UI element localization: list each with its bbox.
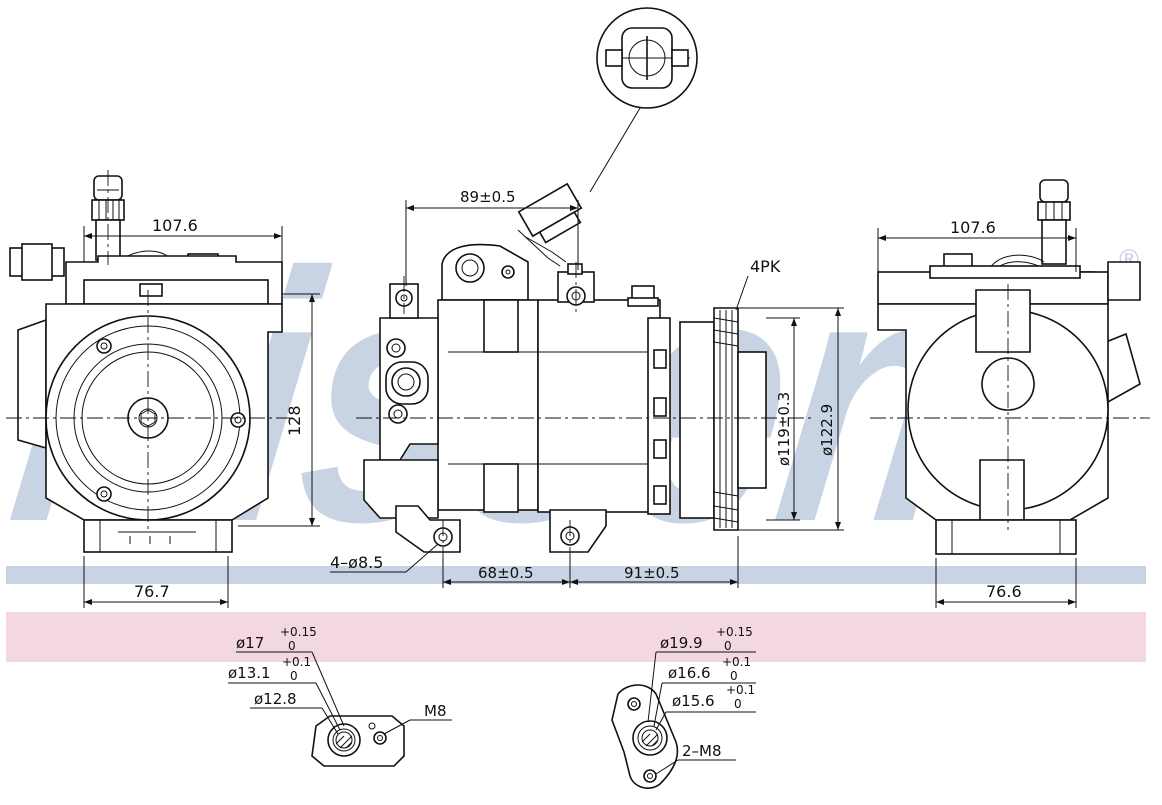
bottom-left-dimension-label: 68±0.5 [478,564,534,582]
left-port-d3: ø12.8 [254,690,297,708]
center-view: 89±0.5 4PK ø119±0.3 ø122.9 4–ø8.5 [330,7,844,588]
pulley-outer-label: ø122.9 [818,404,836,456]
left-port-d1-tol-minus: 0 [288,639,296,653]
left-port-d1-tol-plus: +0.15 [280,625,317,639]
right-port-d3-tol-minus: 0 [734,697,742,711]
connector-detail-callout [589,7,698,193]
right-port-d3: ø15.6 [672,692,715,710]
right-port-d2: ø16.6 [668,664,711,682]
pulley-diameter-dimensions: ø119±0.3 ø122.9 [738,307,844,531]
pulley-inner-label: ø119±0.3 [775,392,793,466]
right-port-thread: 2–M8 [682,742,722,760]
mount-holes-label: 4–ø8.5 [330,553,383,572]
right-view: 107.6 76.6 [870,179,1150,608]
belt-type-label: 4PK [750,257,781,276]
right-port-d2-tol-plus: +0.1 [722,655,751,669]
right-port-d1: ø19.9 [660,634,703,652]
right-port-d1-tol-minus: 0 [724,639,732,653]
left-port-d1: ø17 [236,634,264,652]
left-width-dimension: 107.6 [83,216,283,262]
left-port-d2-tol-plus: +0.1 [282,655,311,669]
center-mount-dimension: 89±0.5 [405,188,579,286]
right-port-detail: ø19.9 +0.15 0 ø16.6 +0.1 0 ø15.6 +0.1 0 … [611,625,756,789]
left-width-label: 107.6 [152,216,198,235]
right-port-d3-tol-plus: +0.1 [726,683,755,697]
pink-band [6,612,1146,662]
left-port-d2-tol-minus: 0 [290,669,298,683]
center-pulley [679,307,767,531]
left-height-dimension: 128 [238,293,320,527]
right-base-dimension: 76.6 [935,558,1077,608]
left-port-thread: M8 [424,702,447,720]
right-port-d1-tol-plus: +0.15 [716,625,753,639]
center-wire-connector [517,182,583,244]
right-width-label: 107.6 [950,218,996,237]
left-port-detail: ø17 +0.15 0 ø13.1 +0.1 0 ø12.8 M8 [228,625,452,767]
left-port-d2: ø13.1 [228,664,271,682]
left-height-label: 128 [285,405,304,436]
bottom-right-dimension-label: 91±0.5 [624,564,680,582]
right-base-label: 76.6 [986,582,1022,601]
left-base-dimension: 76.7 [83,556,229,608]
center-bottom-dimensions: 68±0.5 91±0.5 [442,536,739,588]
right-port-d2-tol-minus: 0 [730,669,738,683]
center-mount-label: 89±0.5 [460,188,516,206]
left-base-label: 76.7 [134,582,170,601]
right-width-dimension: 107.6 [877,218,1077,272]
blue-band [6,566,1146,584]
left-view: 107.6 128 76.7 [6,170,320,608]
